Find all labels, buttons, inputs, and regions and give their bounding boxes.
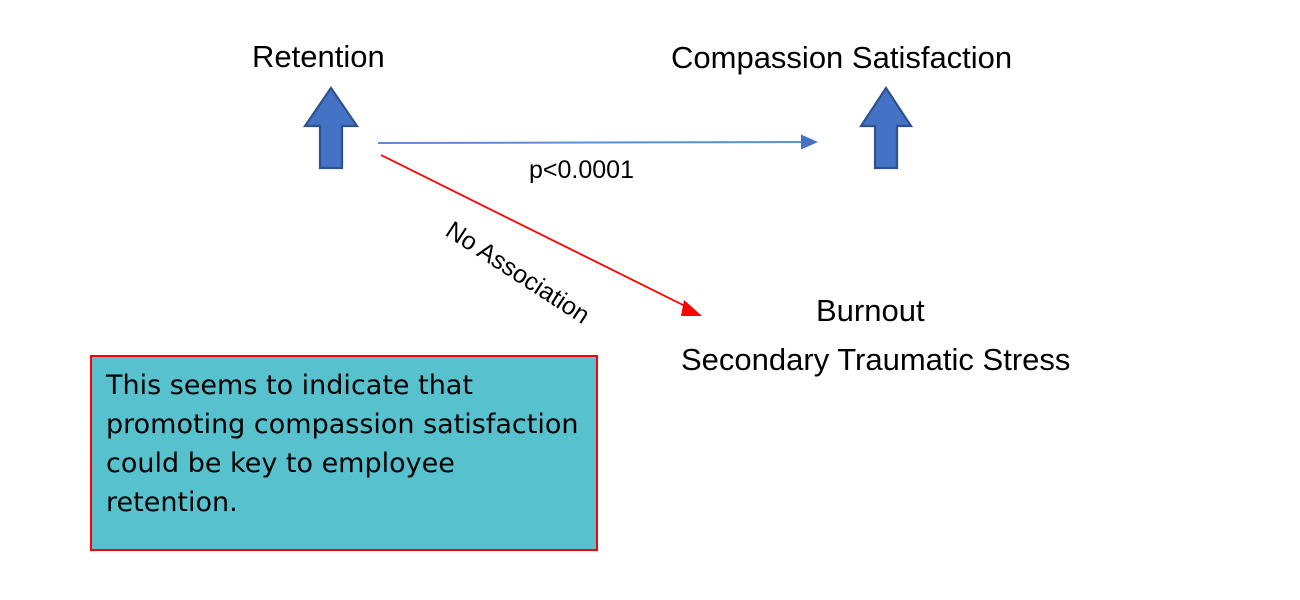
edge-label-p-value: p<0.0001 [529, 156, 634, 184]
node-label-secondary-traumatic-stress: Secondary Traumatic Stress [681, 342, 1071, 377]
edge-retention-to-compassion [377, 134, 818, 150]
node-label-burnout: Burnout [816, 293, 925, 328]
conclusion-callout-text: This seems to indicate that promoting co… [106, 370, 579, 518]
node-label-compassion-satisfaction: Compassion Satisfaction [671, 40, 1013, 75]
retention-up-arrow-icon [302, 86, 360, 170]
edge-label-no-association: No Association [440, 216, 595, 330]
node-label-retention: Retention [252, 39, 385, 74]
conclusion-callout-box: This seems to indicate that promoting co… [90, 355, 598, 551]
compassion-up-arrow-icon [858, 85, 914, 170]
